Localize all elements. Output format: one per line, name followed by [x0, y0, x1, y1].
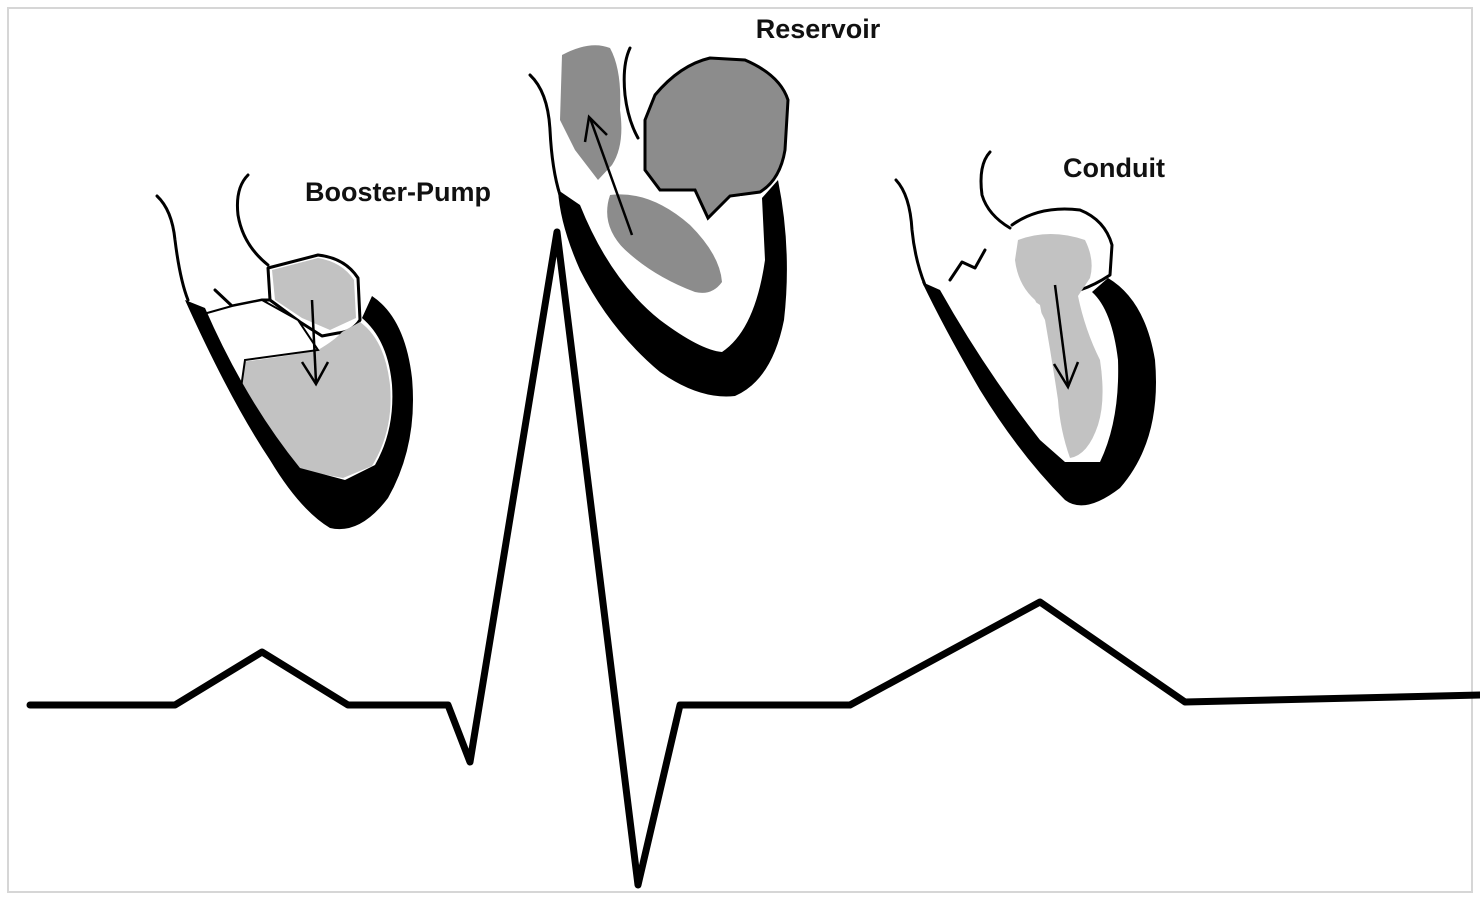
conduit-vessel-right	[981, 152, 1010, 228]
booster-vessel-left	[157, 196, 188, 300]
label-booster-pump: Booster-Pump	[305, 177, 491, 207]
heart-booster-pump	[157, 175, 413, 529]
label-reservoir: Reservoir	[756, 14, 881, 44]
reservoir-vessel-blood	[560, 45, 621, 180]
conduit-vessel-left	[896, 180, 925, 285]
heart-conduit	[896, 152, 1156, 505]
label-conduit: Conduit	[1063, 153, 1165, 183]
reservoir-vessel-right	[624, 48, 638, 138]
conduit-valve	[950, 250, 985, 280]
reservoir-vessel-left	[530, 75, 560, 195]
booster-vessel-right	[237, 175, 268, 265]
